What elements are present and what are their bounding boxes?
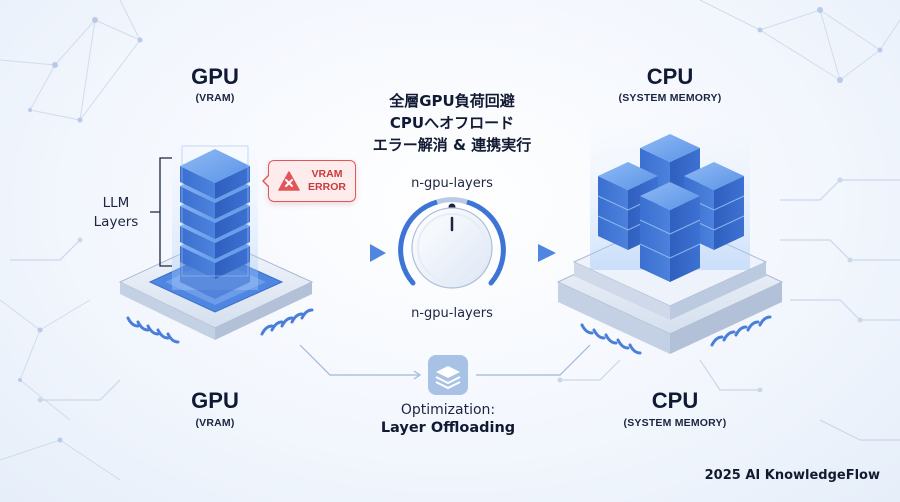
warning-x-icon [278, 171, 300, 191]
bottom-cpu-title: CPU [651, 388, 699, 413]
bottom-cpu-subtitle: (SYSTEM MEMORY) [623, 417, 727, 429]
center-heading-line2: CPUへオフロード [389, 114, 515, 132]
vram-error-badge: VRAM ERROR [262, 160, 356, 202]
gpu-layer-stack [172, 140, 258, 299]
layers-icon [428, 355, 468, 395]
llm-layers-line1: LLM [102, 195, 130, 211]
footer-credit: 2025 AI KnowledgeFlow [704, 468, 880, 483]
arrow-knob-to-cpu [508, 244, 556, 262]
layer-block [180, 149, 250, 199]
vram-error-line2: ERROR [308, 181, 346, 193]
optimization-connector [299, 344, 591, 380]
circuit-traces [10, 179, 900, 441]
vram-error-line1: VRAM [311, 168, 343, 180]
bottom-gpu-subtitle: (VRAM) [195, 417, 235, 429]
cpu-cube-cluster [597, 134, 745, 282]
center-heading-line1: 全層GPU負荷回避 [389, 92, 515, 110]
n-gpu-layers-knob[interactable] [398, 197, 506, 289]
cpu-subtitle: (SYSTEM MEMORY) [618, 92, 722, 104]
llm-layers-label: LLM Layers [86, 194, 146, 232]
bottom-gpu-title: GPU [191, 388, 239, 413]
cpu-title: CPU [646, 64, 694, 89]
center-heading: 全層GPU負荷回避 CPUへオフロード エラー解消 & 連携実行 [352, 90, 552, 156]
llm-layers-line2: Layers [93, 214, 139, 230]
center-heading-line3: エラー解消 & 連携実行 [372, 136, 532, 154]
knob-label-top: n-gpu-layers [411, 176, 493, 191]
arrow-gpu-to-knob [286, 244, 386, 262]
knob-label-bottom: n-gpu-layers [411, 306, 493, 321]
optimization-value: Layer Offloading [380, 420, 516, 436]
gpu-title: GPU [191, 64, 239, 89]
gpu-chip-pins [126, 308, 314, 344]
optimization-label: Optimization: [400, 402, 496, 418]
llm-layers-bracket [150, 157, 172, 267]
cpu-chip-pins [580, 315, 772, 355]
cube [639, 182, 701, 282]
circuit-dots [37, 177, 863, 403]
gpu-subtitle: (VRAM) [195, 92, 235, 104]
network-nodes [18, 7, 883, 443]
